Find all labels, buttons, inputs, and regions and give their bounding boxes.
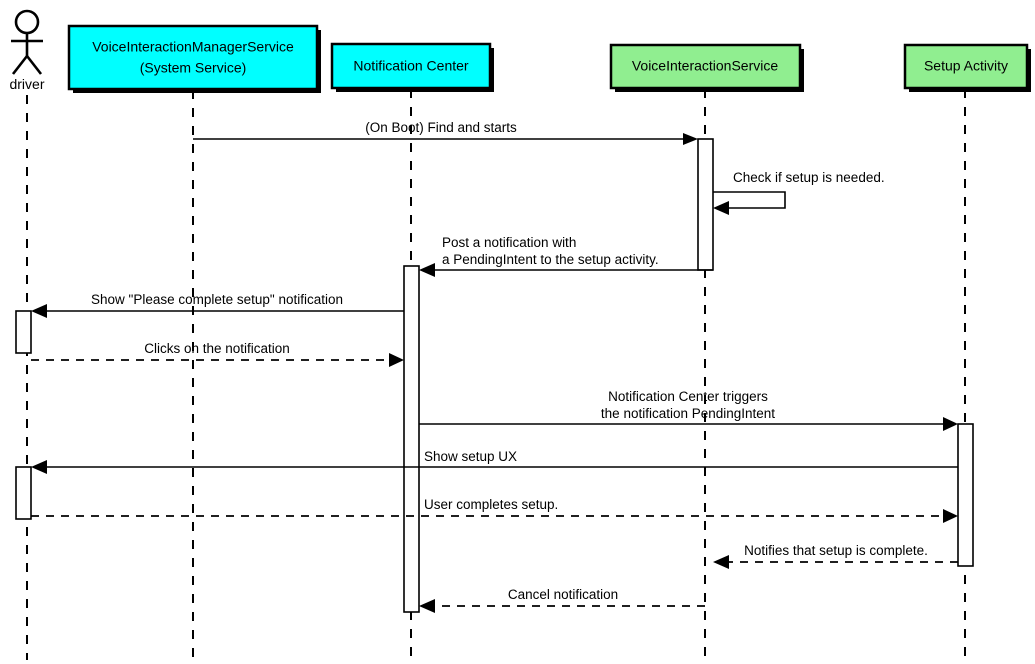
actor-head-icon: [14, 9, 40, 35]
message-1-label: (On Boot) Find and starts: [365, 120, 517, 135]
message-3-label-line2: a PendingIntent to the setup activity.: [442, 252, 659, 267]
message-4-arrowhead: [31, 304, 47, 318]
message-10-arrowhead: [419, 599, 435, 613]
message-9-notifies-that-setup-is-complete: Notifies that setup is complete.: [713, 543, 958, 569]
message-6-label-line2: the notification PendingIntent: [601, 406, 775, 421]
message-9-arrowhead: [713, 555, 729, 569]
message-6-label-line1: Notification Center triggers: [608, 389, 768, 404]
notification-center-label: Notification Center: [353, 58, 469, 74]
vis-box: [609, 43, 802, 90]
vims-box: [67, 24, 319, 91]
message-1-arrowhead: [683, 133, 698, 145]
message-2-arrowhead: [713, 201, 729, 215]
participant-notification-center[interactable]: Notification Center: [330, 42, 494, 92]
message-5-clicks-on-the-notification: Clicks on the notification: [31, 341, 404, 367]
message-3-arrowhead: [419, 263, 435, 277]
message-9-label: Notifies that setup is complete.: [744, 543, 928, 558]
message-8-user-completes-setup: User completes setup.: [31, 497, 958, 523]
message-8-arrowhead: [943, 509, 958, 523]
activation-notification-center: [403, 265, 420, 613]
message-5-arrowhead: [389, 353, 404, 367]
message-2-line: [713, 191, 786, 209]
notification-center-box: [330, 42, 492, 90]
actor-leg-left: [11, 55, 29, 75]
message-3-label-line1: Post a notification with: [442, 235, 576, 250]
message-7-arrowhead: [31, 460, 47, 474]
participant-voice-interaction-service[interactable]: VoiceInteractionService: [609, 43, 804, 92]
participant-driver[interactable]: driver: [9, 9, 45, 92]
participant-setup-activity[interactable]: Setup Activity: [903, 43, 1031, 92]
message-7-show-setup-ux: Show setup UX: [31, 449, 958, 474]
message-2-check-if-setup-is-needed: Check if setup is needed.: [713, 170, 885, 215]
message-6-arrowhead: [943, 417, 958, 431]
activation-driver-first: [15, 310, 32, 354]
setup-activity-box: [903, 43, 1029, 90]
message-10-label: Cancel notification: [508, 587, 618, 602]
message-8-label: User completes setup.: [424, 497, 558, 512]
message-1-on-boot-find-and-starts: (On Boot) Find and starts: [193, 120, 698, 145]
message-3-post-a-notification: Post a notification with a PendingIntent…: [419, 235, 713, 277]
activation-setup-activity: [957, 423, 974, 567]
message-5-label: Clicks on the notification: [144, 341, 290, 356]
vis-label: VoiceInteractionService: [632, 58, 779, 74]
message-10-cancel-notification: Cancel notification: [419, 587, 705, 613]
message-2-label: Check if setup is needed.: [733, 170, 885, 185]
participant-vims[interactable]: VoiceInteractionManagerService (System S…: [67, 24, 321, 93]
message-4-label: Show "Please complete setup" notificatio…: [91, 292, 343, 307]
message-6-notification-center-triggers-pendingintent: Notification Center triggers the notific…: [419, 389, 958, 431]
vims-label-line2: (System Service): [140, 60, 247, 76]
activation-bars: [15, 138, 974, 613]
activation-driver-second: [15, 466, 32, 520]
actor-label-driver: driver: [9, 76, 44, 92]
activation-vis-top: [697, 138, 714, 271]
setup-activity-label: Setup Activity: [924, 58, 1008, 74]
message-7-label: Show setup UX: [424, 449, 517, 464]
vims-label-line1: VoiceInteractionManagerService: [92, 39, 294, 55]
message-4-show-please-complete-setup-notification: Show "Please complete setup" notificatio…: [31, 292, 404, 318]
actor-leg-right: [25, 55, 43, 75]
